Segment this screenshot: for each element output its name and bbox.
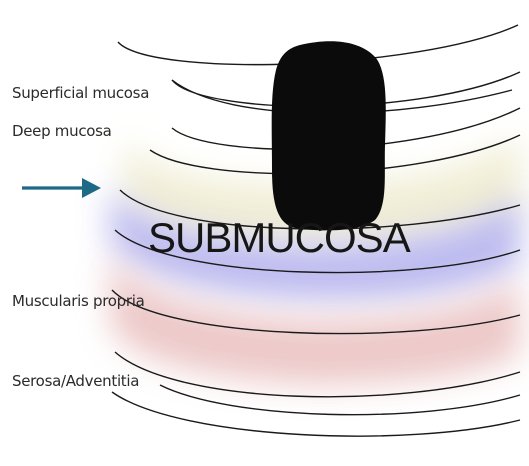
- layer-line: [160, 385, 520, 415]
- right-arrow-icon: [22, 178, 101, 198]
- submucosa-label: SUBMUCOSA: [148, 214, 410, 262]
- serosa-adventitia-label: Serosa/Adventitia: [12, 372, 139, 390]
- muscularis-propria-label: Muscularis propria: [12, 292, 144, 310]
- superficial-mucosa-label: Superficial mucosa: [12, 84, 149, 102]
- deep-mucosa-label: Deep mucosa: [12, 122, 112, 140]
- lesion-shape: [272, 41, 386, 230]
